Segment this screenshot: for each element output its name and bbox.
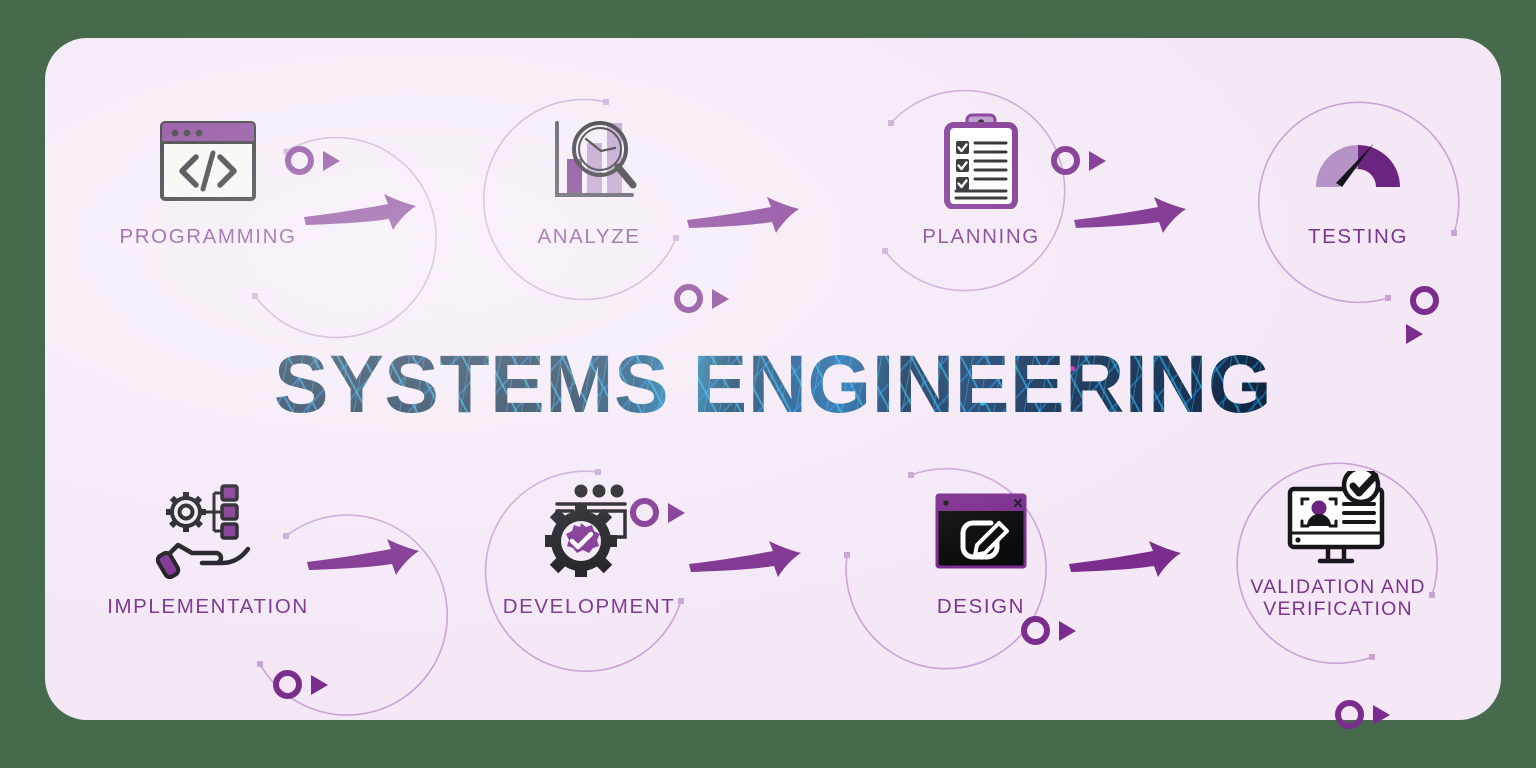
play-triangle-icon: [311, 675, 328, 695]
node-arc: [882, 89, 1066, 292]
play-triangle-icon: [1059, 621, 1076, 641]
node-label: DESIGN: [936, 595, 1026, 618]
ring-icon: [273, 670, 302, 699]
node-testing[interactable]: TESTING: [1240, 83, 1476, 319]
node-label: PROGRAMMING: [119, 225, 297, 248]
node-planning[interactable]: PLANNING: [863, 83, 1099, 319]
flow-arrow: [689, 541, 801, 577]
flow-arrow: [1069, 541, 1181, 577]
ring-icon: [1410, 286, 1439, 315]
node-design[interactable]: DESIGN: [844, 453, 1099, 689]
node-implementation[interactable]: IMPLEMENTATION: [90, 453, 449, 716]
code-window-icon: [90, 109, 326, 213]
node-label: VALIDATION AND VERIFICATION: [1250, 576, 1426, 620]
gear-check-window-icon: [471, 479, 707, 583]
node-validation-verification[interactable]: VALIDATION AND VERIFICATION: [1220, 443, 1456, 679]
node-arc: [482, 98, 679, 301]
node-programming[interactable]: PROGRAMMING: [90, 83, 437, 339]
flow-arrow: [687, 197, 799, 233]
monitor-id-verified-icon: [1220, 469, 1456, 573]
page-title: SYSTEMS ENGINEERING: [45, 330, 1501, 440]
node-arc: [257, 514, 449, 716]
play-triangle-icon: [1089, 151, 1106, 171]
ring-icon: [1335, 700, 1364, 729]
edit-pencil-window-icon: [863, 479, 1099, 583]
ring-icon: [1051, 146, 1080, 175]
ring-icon: [1021, 616, 1050, 645]
ring-icon: [630, 498, 659, 527]
ring-icon: [674, 284, 703, 313]
speedometer-gauge-icon: [1240, 109, 1476, 213]
hand-gear-hierarchy-icon: [90, 479, 326, 583]
ring-icon: [285, 146, 314, 175]
node-arc: [1236, 462, 1438, 665]
play-triangle-icon: [668, 503, 685, 523]
clipboard-checklist-icon: [863, 109, 1099, 213]
flow-arrow: [304, 194, 416, 230]
node-analyze[interactable]: ANALYZE: [471, 83, 707, 319]
node-development[interactable]: DEVELOPMENT: [471, 453, 707, 689]
infographic-card: PROGRAMMING: [45, 38, 1501, 729]
node-label: ANALYZE: [537, 225, 641, 248]
play-triangle-icon: [1373, 705, 1390, 725]
node-arc: [1258, 101, 1460, 304]
node-label: DEVELOPMENT: [502, 595, 676, 618]
play-triangle-icon: [1406, 324, 1423, 344]
flow-arrow: [307, 539, 419, 575]
node-label: PLANNING: [922, 225, 1040, 248]
play-triangle-icon: [323, 151, 340, 171]
node-label: IMPLEMENTATION: [107, 595, 309, 618]
play-triangle-icon: [712, 289, 729, 309]
title-text: SYSTEMS ENGINEERING: [273, 339, 1273, 430]
bar-chart-magnifier-icon: [471, 109, 707, 213]
node-label: TESTING: [1307, 225, 1409, 248]
flow-arrow: [1074, 197, 1186, 233]
node-arc: [484, 469, 684, 672]
